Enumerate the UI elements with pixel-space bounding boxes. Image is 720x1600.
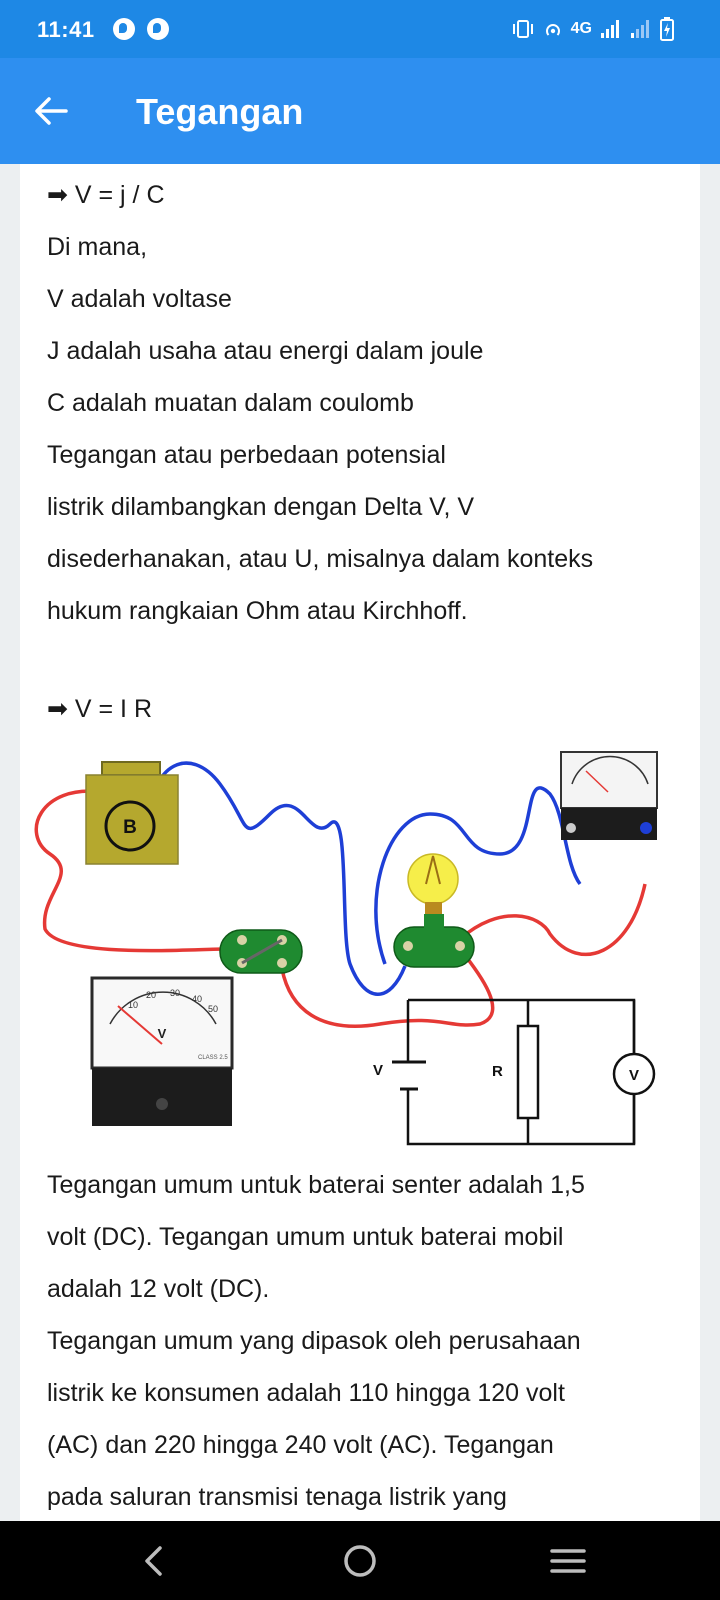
app-bar: Tegangan [0,58,720,164]
circuit-illustration: B [34,751,658,1146]
text-line: listrik ke konsumen adalah 110 hingga 12… [47,1379,565,1407]
article-content[interactable]: ➡ V = j / C Di mana, V adalah voltase J … [20,164,700,1521]
voltmeter-small-illustration [560,751,658,840]
nav-recents-button[interactable] [528,1521,608,1600]
text-line: (AC) dan 220 hingga 240 volt (AC). Tegan… [47,1431,554,1459]
meter-tick-label: 20 [146,990,156,1000]
back-button[interactable] [26,86,76,136]
text-line: Di mana, [47,233,148,261]
lamp-illustration [393,853,475,968]
formula-voltage: ➡ V = j / C [47,181,165,209]
text-line: hukum rangkaian Ohm atau Kirchhoff. [47,597,468,625]
status-icons: 4G [511,15,674,43]
signal-weak-icon [631,20,649,38]
schematic-voltmeter-label: V [629,1067,639,1084]
meter-class-label: CLASS 2.5 [198,1055,228,1061]
text-line: adalah 12 volt (DC). [47,1275,270,1303]
paragraph-section: Tegangan umum untuk baterai senter adala… [47,1159,687,1521]
status-bar: 11:41 4G [0,0,720,58]
schematic-resistor-label: R [492,1063,503,1080]
text-line: pada saluran transmisi tenaga listrik ya… [47,1483,507,1511]
text-line: Tegangan umum yang dipasok oleh perusaha… [47,1327,581,1355]
formula-section: ➡ V = j / C Di mana, V adalah voltase J … [47,169,687,637]
text-line: volt (DC). Tegangan umum untuk baterai m… [47,1223,564,1251]
nav-menu-icon [550,1548,586,1573]
text-line: disederhanakan, atau U, misalnya dalam k… [47,545,594,573]
arrow-left-icon [35,97,68,125]
hotspot-icon [545,24,560,36]
notification-icon [113,18,135,40]
formula-ohm-section: ➡ V = I R [47,683,687,735]
vibrate-icon [512,20,533,38]
network-type-label: 4G [570,20,592,37]
signal-icon [601,20,619,38]
text-line: V adalah voltase [47,285,232,313]
switch-illustration [219,929,303,974]
battery-illustration: B [85,761,179,865]
voltmeter-illustration: 10 20 30 40 50 V CLASS 2.5 [90,976,234,1126]
battery-charging-icon [660,17,674,41]
text-line: C adalah muatan dalam coulomb [47,389,414,417]
nav-back-button[interactable] [113,1521,193,1600]
formula-ohm: ➡ V = I R [47,695,153,723]
meter-tick-label: 10 [128,1000,138,1010]
navigation-bar [0,1521,720,1600]
page-title: Tegangan [136,91,304,132]
nav-home-icon [344,1544,376,1577]
text-line: Tegangan umum untuk baterai senter adala… [47,1171,585,1199]
meter-tick-label: 30 [170,988,180,998]
text-line: Tegangan atau perbedaan potensial [47,441,446,469]
nav-home-button[interactable] [320,1521,400,1600]
status-time: 11:41 [37,17,95,42]
notification-icon [147,18,169,40]
text-line: listrik dilambangkan dengan Delta V, V [47,493,475,521]
meter-label: V [158,1026,167,1041]
schematic-source-label: V [373,1062,383,1079]
meter-tick-label: 40 [192,994,202,1004]
nav-back-icon [145,1545,162,1576]
text-line: J adalah usaha atau energi dalam joule [47,337,484,365]
battery-label: B [123,817,137,838]
meter-tick-label: 50 [208,1004,218,1014]
circuit-schematic [392,998,656,1146]
